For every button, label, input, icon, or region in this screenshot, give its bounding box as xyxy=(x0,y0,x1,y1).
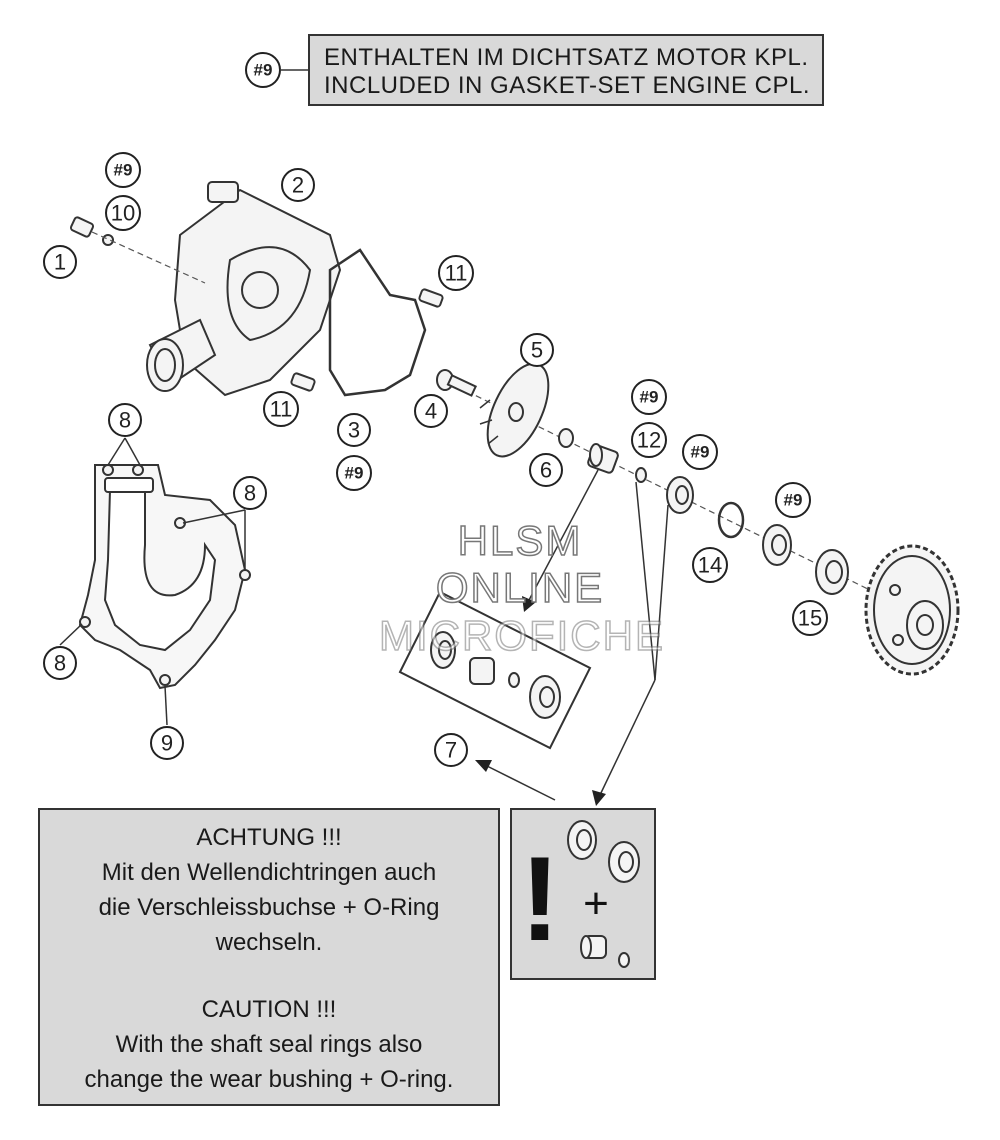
plus-sign: + xyxy=(583,879,609,928)
svg-text:8: 8 xyxy=(54,651,66,676)
svg-text:12: 12 xyxy=(637,428,661,453)
caution-text-en-2: change the wear bushing + O-ring. xyxy=(84,1066,454,1093)
caution-text-en-1: With the shaft seal rings also xyxy=(115,1031,423,1058)
caution-text-de-1: Mit den Wellendichtringen auch xyxy=(101,859,437,886)
header-ref-callout: #9 xyxy=(245,52,281,88)
impeller-part-5 xyxy=(479,362,550,458)
callout-hash-3: #9 xyxy=(336,455,372,491)
caution-title-de: ACHTUNG !!! xyxy=(196,824,342,851)
replacement-parts-box: ! + xyxy=(510,808,656,980)
svg-text:6: 6 xyxy=(540,458,552,483)
gasket-set-note-en: INCLUDED IN GASKET-SET ENGINE CPL. xyxy=(324,72,810,99)
o-ring-icon xyxy=(618,952,630,968)
svg-text:11: 11 xyxy=(445,261,468,286)
flat-gasket-leaders xyxy=(59,437,246,726)
callout-hash-14: #9 xyxy=(775,482,811,518)
callout-5: 5 xyxy=(520,333,554,367)
shaft-seal-ring-2 xyxy=(762,524,792,566)
callout-3: 3 xyxy=(337,413,371,447)
bearing-part-15 xyxy=(815,549,849,595)
screw-axis-line xyxy=(91,231,206,284)
svg-text:1: 1 xyxy=(54,250,66,275)
replacement-parts-illustration: ! + xyxy=(520,820,640,968)
caution-title-en: CAUTION !!! xyxy=(201,996,337,1023)
caution-text-de-2: die Verschleissbuchse + O-Ring xyxy=(98,894,440,921)
callout-8-right: 8 xyxy=(233,476,267,510)
svg-text:8: 8 xyxy=(244,481,256,506)
flat-gasket-view xyxy=(78,464,251,690)
gasket-part-3 xyxy=(328,248,427,397)
wear-bushing xyxy=(587,443,619,474)
svg-text:15: 15 xyxy=(798,606,822,631)
drive-gear xyxy=(864,544,960,676)
watermark-line-2: ONLINE xyxy=(436,564,604,611)
svg-text:#9: #9 xyxy=(784,491,803,510)
callout-2: 2 xyxy=(281,168,315,202)
gasket-set-note-de: ENTHALTEN IM DICHTSATZ MOTOR KPL. xyxy=(324,44,809,71)
svg-text:3: 3 xyxy=(348,418,360,443)
seal-ring-icon xyxy=(567,820,597,860)
svg-text:#9: #9 xyxy=(691,443,710,462)
svg-text:14: 14 xyxy=(698,553,722,578)
svg-text:8: 8 xyxy=(119,408,131,433)
svg-text:2: 2 xyxy=(292,173,304,198)
caution-note: ACHTUNG !!! Mit den Wellendichtringen au… xyxy=(38,808,500,1106)
bushing-icon xyxy=(580,935,607,959)
callout-6: 6 xyxy=(529,453,563,487)
svg-text:7: 7 xyxy=(445,738,457,763)
svg-text:11: 11 xyxy=(270,397,293,422)
callout-12: 12 xyxy=(631,422,667,458)
callout-1: 1 xyxy=(43,245,77,279)
callout-hash-10: #9 xyxy=(105,152,141,188)
exclamation-mark: ! xyxy=(520,832,560,966)
watermark-line-3: MICROFICHE xyxy=(379,612,665,659)
callout-15: 15 xyxy=(792,600,828,636)
header-ref-label: #9 xyxy=(254,61,273,80)
screw-part-1 xyxy=(69,216,114,246)
svg-text:#9: #9 xyxy=(640,388,659,407)
dowel-part-11-lower xyxy=(290,372,316,392)
callout-hash-12: #9 xyxy=(631,379,667,415)
callout-hash-seal: #9 xyxy=(682,434,718,470)
svg-text:#9: #9 xyxy=(114,161,133,180)
svg-text:#9: #9 xyxy=(345,464,364,483)
o-ring-part-12 xyxy=(635,467,647,483)
water-pump-cover xyxy=(146,181,342,397)
callout-9: 9 xyxy=(150,726,184,760)
callout-4: 4 xyxy=(414,394,448,428)
watermark: HLSM ONLINE MICROFICHE xyxy=(378,516,665,660)
circlip-part-14 xyxy=(717,501,745,539)
callout-8-left: 8 xyxy=(43,646,77,680)
callout-7: 7 xyxy=(434,733,468,767)
callout-8-top: 8 xyxy=(108,403,142,437)
svg-text:10: 10 xyxy=(111,201,135,226)
washer-part-6 xyxy=(558,428,574,448)
seal-kit-inset xyxy=(398,590,592,750)
caution-text-de-3: wechseln. xyxy=(215,929,323,956)
callout-10: 10 xyxy=(105,195,141,231)
callout-14: 14 xyxy=(692,547,728,583)
svg-text:9: 9 xyxy=(161,731,173,756)
callout-11-upper: 11 xyxy=(438,255,474,291)
svg-text:5: 5 xyxy=(531,338,543,363)
inset-arrows xyxy=(475,469,669,806)
dowel-part-11-upper xyxy=(418,288,444,308)
gasket-set-note: ENTHALTEN IM DICHTSATZ MOTOR KPL. INCLUD… xyxy=(308,34,824,106)
shaft-seal-ring xyxy=(666,476,694,514)
svg-text:4: 4 xyxy=(425,399,437,424)
seal-ring-icon-2 xyxy=(608,841,640,883)
bolt-part-4 xyxy=(436,369,478,397)
watermark-line-1: HLSM xyxy=(458,517,583,564)
callout-11-lower: 11 xyxy=(263,391,299,427)
